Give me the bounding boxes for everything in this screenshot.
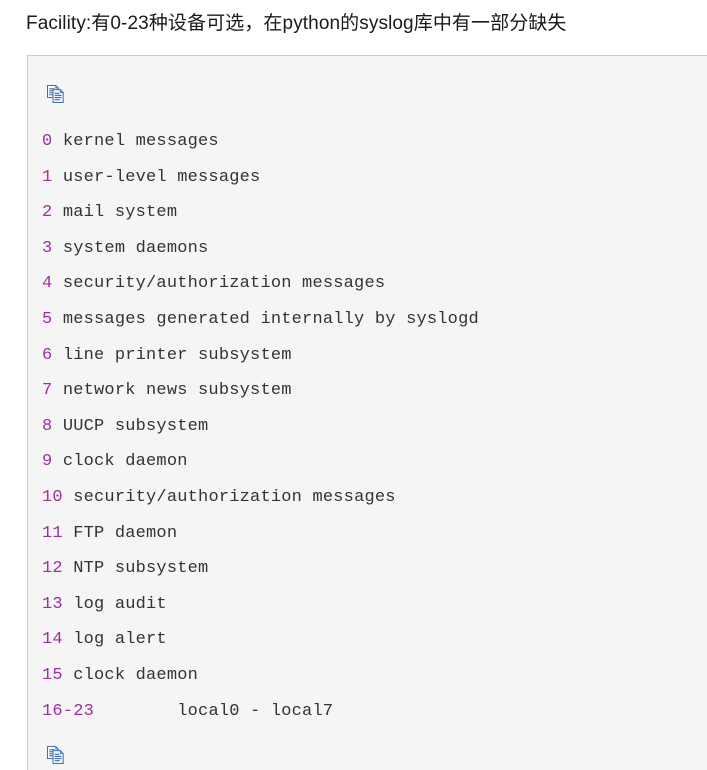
facility-description: clock daemon <box>73 665 199 685</box>
facility-number: 1 <box>42 167 53 187</box>
facility-number: 0 <box>42 132 53 151</box>
facility-number: 2 <box>42 203 53 223</box>
line-gap <box>52 310 62 329</box>
facility-number: 7 <box>42 381 53 401</box>
facility-description: clock daemon <box>62 452 188 472</box>
facility-number: 6 <box>42 345 53 365</box>
code-line: 3 system daemons <box>28 231 707 267</box>
line-gap <box>52 168 62 187</box>
code-line: 14 log alert <box>28 622 707 658</box>
facility-number: 4 <box>42 274 53 294</box>
line-gap <box>52 452 62 471</box>
facility-number: 11 <box>42 523 63 543</box>
facility-number: 3 <box>42 238 53 258</box>
facility-number: 8 <box>42 416 53 436</box>
facility-description: FTP daemon <box>73 523 178 543</box>
facility-description: user-level messages <box>62 167 261 187</box>
code-line: 13 log audit <box>28 587 707 623</box>
code-line: 9 clock daemon <box>28 444 707 480</box>
code-line: 7 network news subsystem <box>28 373 707 409</box>
code-line: 1 user-level messages <box>28 160 707 196</box>
facility-number: 9 <box>42 452 53 472</box>
code-line: 0 kernel messages <box>28 124 707 160</box>
code-line: 10 security/authorization messages <box>28 480 707 516</box>
facility-description: UUCP subsystem <box>62 416 209 436</box>
facility-description: local0 - local7 <box>177 701 334 721</box>
facility-number: 10 <box>42 487 63 507</box>
line-gap <box>52 381 62 400</box>
code-line: 11 FTP daemon <box>28 516 707 552</box>
line-gap <box>63 595 73 614</box>
line-gap <box>63 630 73 649</box>
facility-description: line printer subsystem <box>62 345 292 365</box>
code-line: 8 UUCP subsystem <box>28 409 707 445</box>
facility-description: security/authorization messages <box>62 274 386 294</box>
code-line: 16-23 local0 - local7 <box>28 694 707 730</box>
code-line: 4 security/authorization messages <box>28 266 707 302</box>
facility-description: mail system <box>62 203 178 223</box>
facility-number: 15 <box>42 665 63 685</box>
facility-number: 5 <box>42 309 53 329</box>
line-gap <box>63 559 73 578</box>
facility-description: log audit <box>73 594 167 614</box>
facility-number: 16-23 <box>42 701 95 721</box>
page-title: Facility:有0-23种设备可选，在python的syslog库中有一部分… <box>26 13 567 34</box>
facility-description: log alert <box>73 630 167 650</box>
line-gap <box>52 346 62 365</box>
code-line: 2 mail system <box>28 195 707 231</box>
code-line: 5 messages generated internally by syslo… <box>28 302 707 338</box>
facility-number: 13 <box>42 594 63 614</box>
code-line: 15 clock daemon <box>28 658 707 694</box>
code-line: 12 NTP subsystem <box>28 551 707 587</box>
line-gap <box>52 132 62 151</box>
facility-description: NTP subsystem <box>73 559 209 579</box>
line-gap <box>63 488 73 507</box>
facility-description: kernel messages <box>62 132 219 151</box>
facility-number: 12 <box>42 559 63 579</box>
copy-icon[interactable] <box>45 83 67 105</box>
line-gap <box>63 524 73 543</box>
line-gap <box>52 274 62 293</box>
line-gap <box>52 417 62 436</box>
line-gap <box>63 666 73 685</box>
facility-description: messages generated internally by syslogd <box>62 309 479 329</box>
facility-number: 14 <box>42 630 63 650</box>
line-gap <box>52 239 62 258</box>
line-gap <box>94 702 177 721</box>
line-gap <box>52 203 62 222</box>
facility-description: system daemons <box>62 238 209 258</box>
facility-description: security/authorization messages <box>73 487 396 507</box>
copy-icon[interactable] <box>45 744 67 766</box>
facility-description: network news subsystem <box>62 381 292 401</box>
code-line: 6 line printer subsystem <box>28 338 707 374</box>
